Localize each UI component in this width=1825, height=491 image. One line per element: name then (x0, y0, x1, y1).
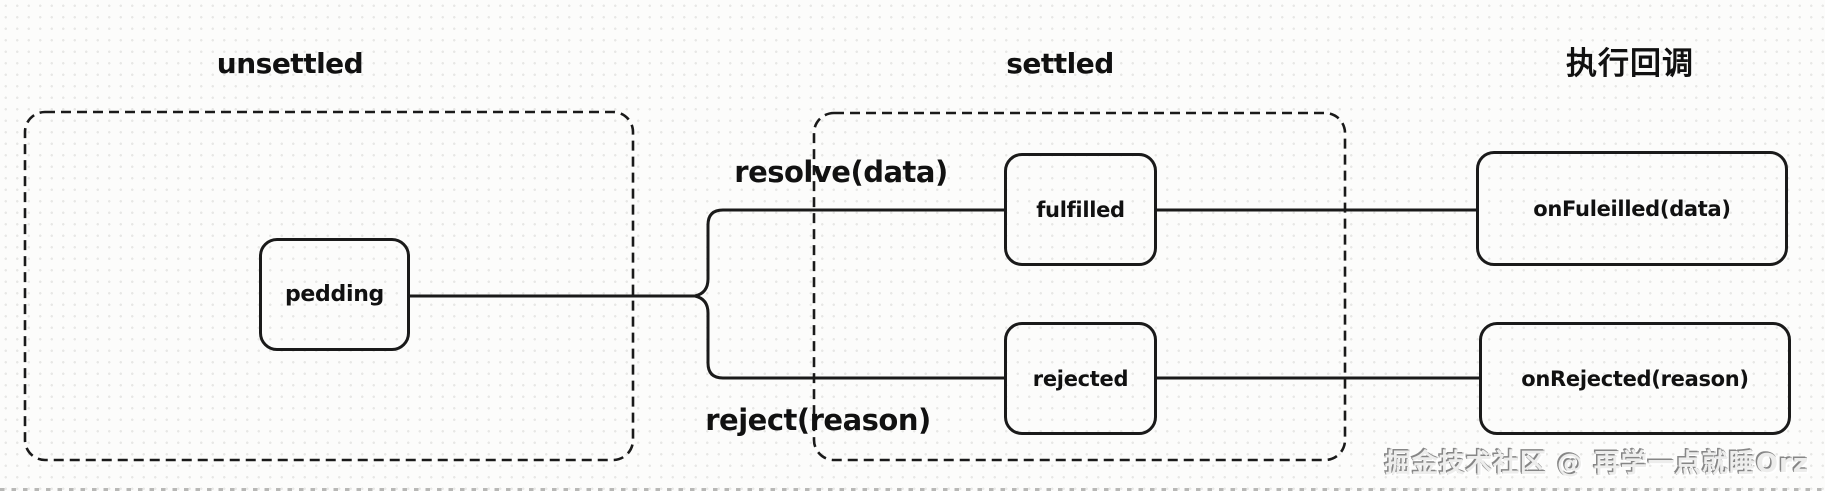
node-onrejected-callback: onRejected(reason) (1479, 322, 1791, 435)
node-onfulfilled-callback: onFuleilled(data) (1476, 151, 1788, 266)
settled-group-box (812, 111, 1347, 462)
node-fulfilled: fulfilled (1004, 153, 1157, 266)
bottom-edge-artifact (0, 488, 1825, 491)
edge-fork-to-rejected (694, 294, 1004, 380)
node-rejected: rejected (1004, 322, 1157, 435)
edge-fork-to-fulfilled (694, 208, 1004, 298)
unsettled-group-box (23, 110, 635, 462)
node-pending: pedding (259, 238, 410, 351)
section-title-unsettled: unsettled (216, 47, 364, 80)
edge-label-resolve: resolve(data) (734, 155, 948, 189)
edge-label-reject: reject(reason) (705, 403, 931, 437)
section-title-callbacks: 执行回调 (1566, 46, 1694, 82)
watermark-text: 掘金技术社区 @ 再学一点就睡Orz (1384, 449, 1809, 479)
section-title-settled: settled (1006, 47, 1114, 80)
